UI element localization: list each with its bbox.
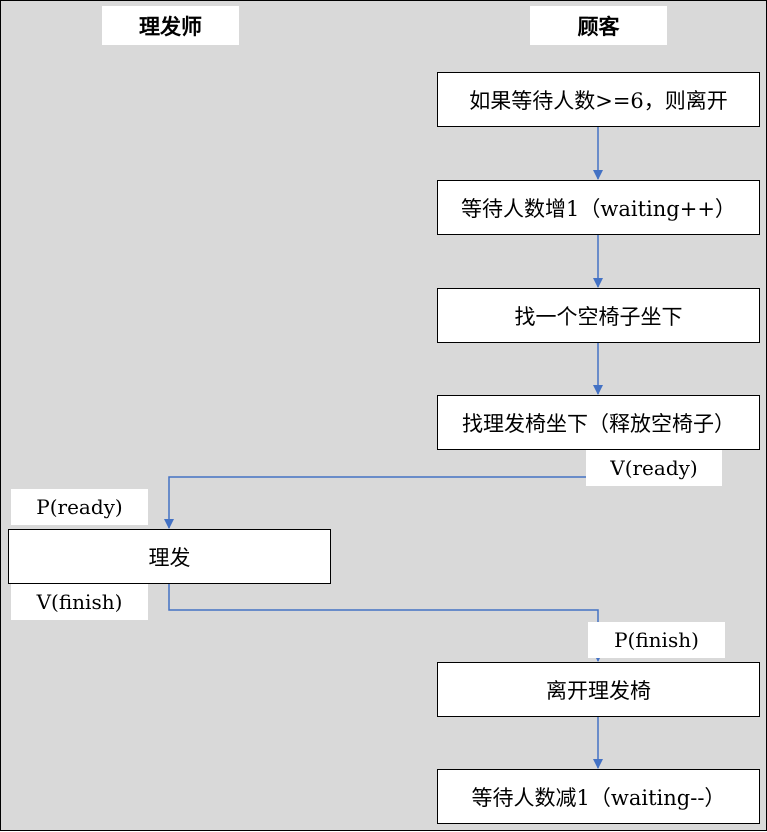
node-haircut: 理发 bbox=[8, 529, 331, 584]
node-dec-wait: 等待人数减1（waiting--） bbox=[437, 769, 760, 824]
op-v-finish: V(finish) bbox=[11, 584, 148, 620]
node-check-wait: 如果等待人数>=6，则离开 bbox=[437, 72, 760, 127]
op-v-ready: V(ready) bbox=[586, 450, 722, 486]
node-leave-chair: 离开理发椅 bbox=[437, 662, 760, 717]
node-inc-wait: 等待人数增1（waiting++） bbox=[437, 180, 760, 235]
op-p-finish: P(finish) bbox=[588, 622, 725, 658]
arrow-sit-to-haircut bbox=[164, 449, 599, 529]
arrow-haircut-to-leave bbox=[168, 583, 603, 662]
node-find-chair: 找一个空椅子坐下 bbox=[437, 288, 760, 343]
op-p-ready: P(ready) bbox=[11, 489, 148, 525]
node-sit-barber-chair: 找理发椅坐下（释放空椅子） bbox=[437, 395, 760, 450]
lane-header-customer: 顾客 bbox=[530, 6, 667, 45]
lane-header-barber: 理发师 bbox=[102, 6, 239, 45]
